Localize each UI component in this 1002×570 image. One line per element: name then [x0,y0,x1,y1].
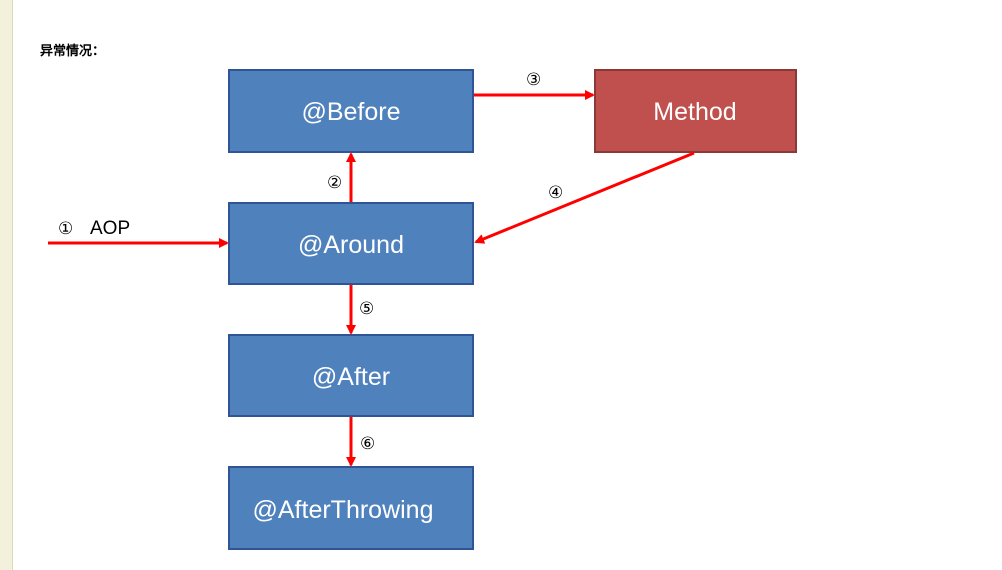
method-box: Method [594,69,797,153]
method-label: Method [653,98,736,126]
step-6-marker: ⑥ [360,434,375,454]
before-label: @Before [301,98,400,126]
step-4-marker: ④ [548,183,563,203]
before-box: @Before [228,69,474,153]
after-throwing-box: @AfterThrowing [228,466,474,550]
step-2-marker: ② [327,173,342,193]
around-label: @Around [298,231,404,259]
around-box: @Around [228,202,474,285]
step-1-label: AOP [90,218,130,239]
step-3-marker: ③ [526,70,541,90]
section-heading: 异常情况： [40,44,106,59]
after-box: @After [228,334,474,417]
after-label: @After [312,363,390,391]
step-5-marker: ⑤ [359,299,374,319]
arrow-method-to-around [474,151,695,244]
step-1-marker: ① [58,219,73,239]
after-throwing-label: @AfterThrowing [253,496,434,524]
